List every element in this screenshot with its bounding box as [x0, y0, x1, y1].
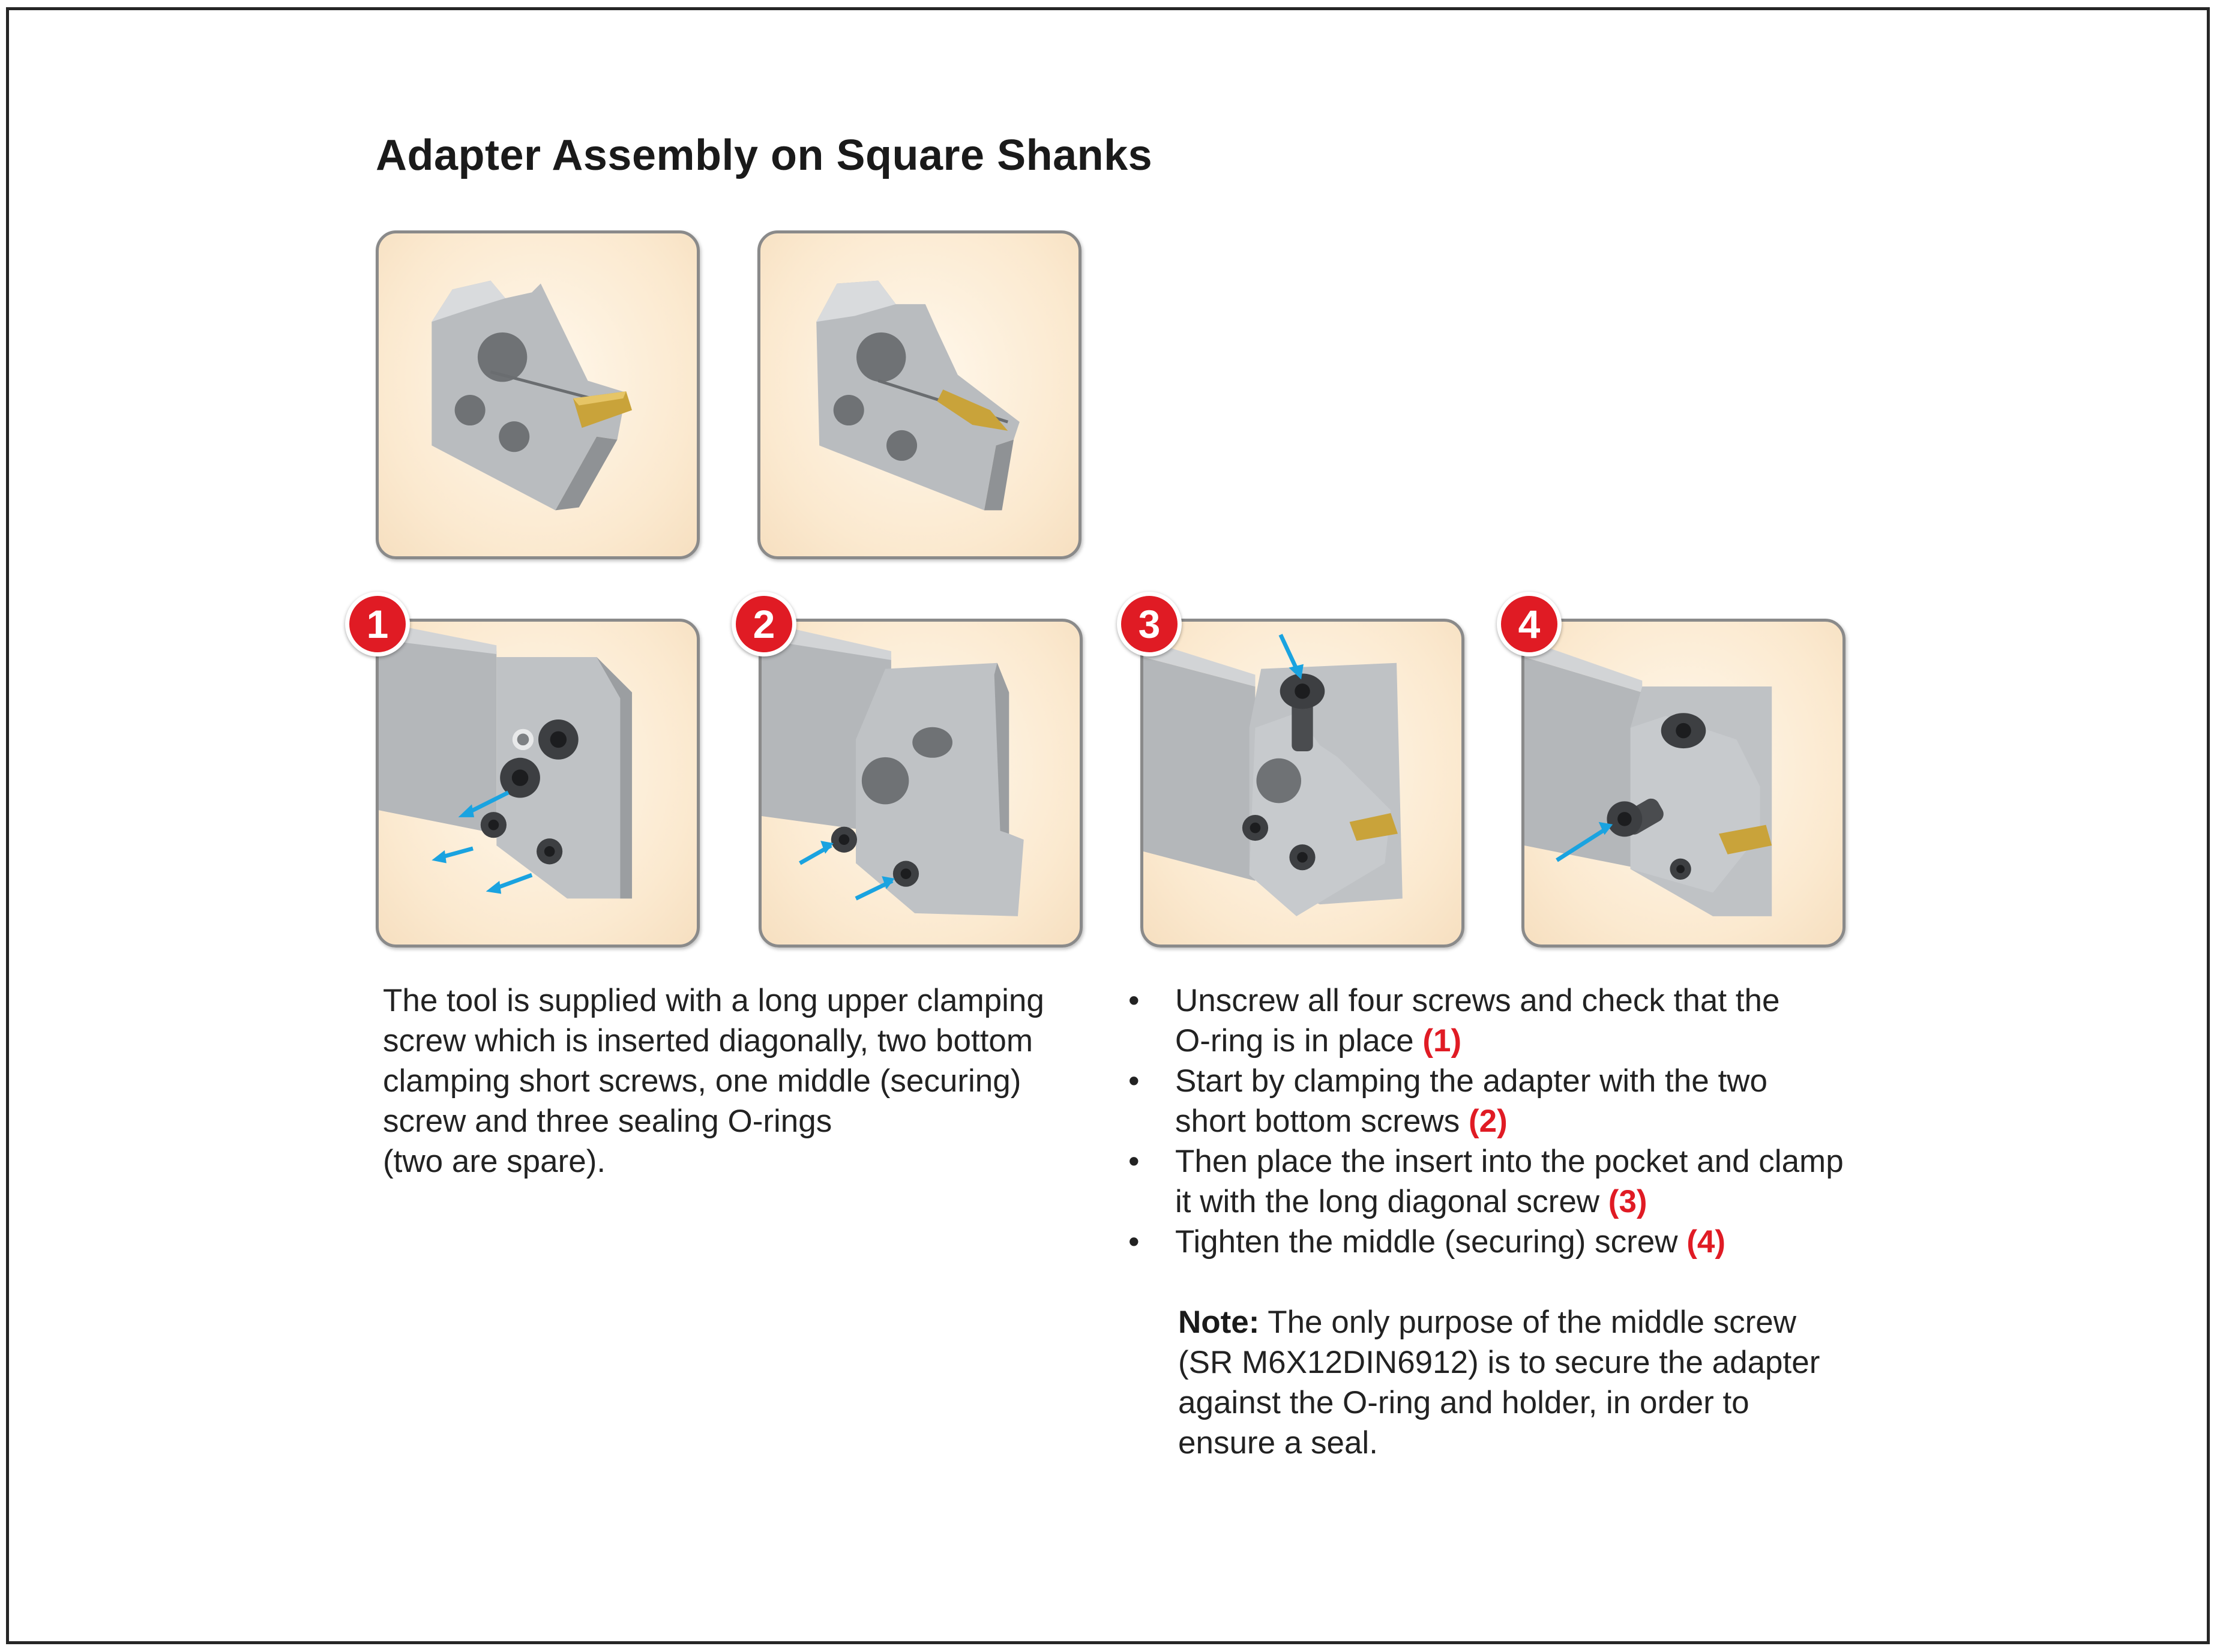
step-ref: (2) [1468, 1104, 1508, 1139]
step-illustration [762, 622, 1024, 916]
instruction-item: Then place the insert into the pocket an… [1128, 1141, 1909, 1222]
step-ref: (1) [1422, 1023, 1462, 1059]
step-2-image [759, 619, 1083, 948]
step-4-badge: 4 [1497, 592, 1562, 656]
step-1-image [376, 619, 700, 948]
instruction-list: Unscrew all four screws and check that t… [1128, 981, 1909, 1262]
adapter-illustration [432, 280, 633, 511]
step-ref: (4) [1686, 1224, 1726, 1260]
step-illustration [1143, 634, 1403, 916]
step-4-image [1521, 619, 1845, 948]
page-title: Adapter Assembly on Square Shanks [376, 131, 1153, 179]
adapter-image-1 [376, 230, 700, 559]
intro-line: The tool is supplied with a long upper c… [383, 983, 1044, 1018]
intro-line: (two are spare). [383, 1144, 606, 1179]
intro-line: screw which is inserted diagonally, two … [383, 1023, 1033, 1059]
step-3-badge: 3 [1117, 592, 1182, 656]
step-1-badge: 1 [345, 592, 410, 656]
instruction-item: Unscrew all four screws and check that t… [1128, 981, 1909, 1061]
adapter-illustration [816, 280, 1020, 511]
step-2-badge: 2 [732, 592, 796, 656]
intro-paragraph: The tool is supplied with a long upper c… [383, 981, 1091, 1182]
step-3-image [1140, 619, 1464, 948]
instruction-item: Start by clamping the adapter with the t… [1128, 1061, 1909, 1141]
intro-line: clamping short screws, one middle (secur… [383, 1063, 1021, 1099]
instruction-item: Tighten the middle (securing) screw (4) [1128, 1222, 1909, 1262]
note-label: Note: [1178, 1305, 1260, 1340]
adapter-image-2 [757, 230, 1081, 559]
step-illustration [1524, 639, 1772, 916]
step-ref: (3) [1608, 1184, 1647, 1219]
intro-line: screw and three sealing O-rings [383, 1104, 832, 1139]
note-paragraph: Note: The only purpose of the middle scr… [1178, 1305, 1820, 1461]
page-frame [6, 7, 2210, 1644]
step-illustration [379, 622, 633, 899]
